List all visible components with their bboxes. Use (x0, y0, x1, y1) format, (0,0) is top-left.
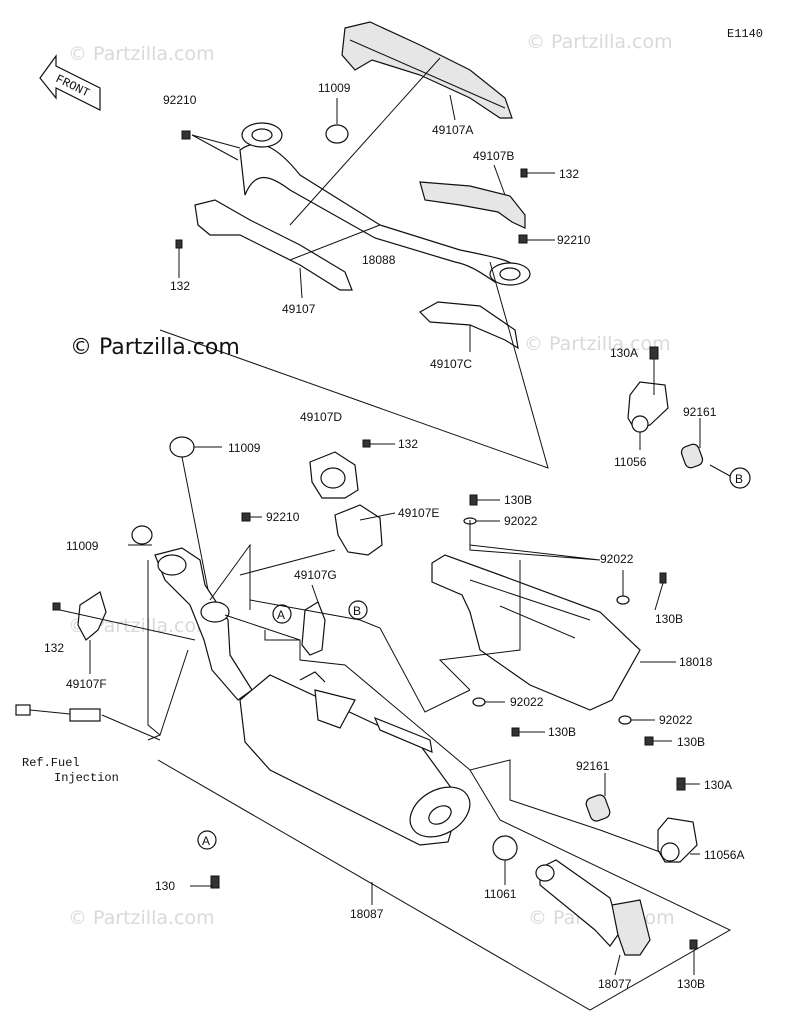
part-label: 130B (655, 612, 683, 626)
exhaust-pipe-18088 (239, 122, 531, 286)
heat-guard-49107a (341, 21, 513, 119)
heat-guard-49107 (194, 199, 353, 291)
head-pipe (154, 547, 253, 701)
part-label: 130B (677, 735, 705, 749)
part-label: 92161 (683, 405, 717, 419)
gasket-11009-top (325, 124, 349, 144)
part-label: 130 (155, 879, 175, 893)
part-label: 92210 (163, 93, 197, 107)
part-label: 49107A (432, 123, 473, 137)
gasket-11009-middle (169, 436, 195, 458)
gasket-11009-lower (131, 525, 153, 545)
ref-circle-b-lower (348, 600, 368, 620)
watermark-text: © Partzilla.com (68, 907, 215, 929)
part-label: 92210 (266, 510, 300, 524)
heat-guard-49107e (334, 504, 383, 556)
part-label: 18077 (598, 977, 632, 991)
watermark-text: © Partzilla.com (68, 615, 215, 637)
ref-circle-b-label: B (735, 472, 743, 486)
heat-guard-49107f (77, 591, 107, 641)
bolt-130b-icon (689, 939, 698, 950)
bracket-11056a-ring (660, 842, 680, 862)
part-labels: 92210 11009 49107A 49107B 132 92210 1808… (44, 81, 744, 991)
washer-92022-icon (472, 697, 486, 707)
part-label: 132 (398, 437, 418, 451)
bolt-132-icon (520, 168, 528, 178)
part-label: 11009 (66, 539, 99, 553)
leader-lines-right (639, 359, 731, 477)
muffler-18087 (239, 671, 471, 846)
nut-92210-icon (241, 512, 251, 522)
washer-92022-icon (618, 715, 632, 725)
part-label: 49107G (294, 568, 337, 582)
ref-circle-a-bottom-label: A (202, 834, 210, 848)
part-label: 130B (548, 725, 576, 739)
diagram-code: E1140 (727, 27, 763, 41)
bolt-130-icon (210, 875, 220, 889)
part-label: 49107C (430, 357, 472, 371)
bolt-130b-icon (511, 727, 520, 737)
part-label: 11061 (484, 887, 517, 901)
part-label: 18088 (362, 253, 396, 267)
part-label: 132 (44, 641, 64, 655)
part-label: 92022 (510, 695, 544, 709)
part-label: 92022 (600, 552, 634, 566)
bolt-130b-icon (469, 494, 478, 506)
part-label: 132 (170, 279, 190, 293)
ref-circle-b-lower-label: B (353, 604, 361, 618)
part-label: 132 (559, 167, 579, 181)
leader-lines-lower (59, 443, 732, 1011)
part-label: 49107F (66, 677, 107, 691)
part-label: 92161 (576, 759, 610, 773)
nut-92210-icon (181, 130, 191, 140)
part-label: 130B (677, 977, 705, 991)
bolt-132-icon (52, 602, 61, 611)
heat-shield-18018 (431, 554, 641, 711)
ref-circle-a-label: A (277, 608, 285, 622)
bracket-11056 (627, 346, 704, 469)
part-label: 11009 (228, 441, 261, 455)
part-label: 11009 (318, 81, 351, 95)
spark-arrestor-18077 (535, 859, 651, 956)
heat-guard-49107d-hole (320, 467, 346, 489)
watermark-text: © Partzilla.com (68, 43, 215, 65)
heat-guard-49107c (419, 301, 519, 350)
part-label: 11056 (614, 455, 647, 469)
part-label: 11056A (704, 848, 744, 862)
part-label: 130A (610, 346, 638, 360)
watermark-text-dark: © Partzilla.com (70, 335, 240, 360)
gasket-11061 (492, 835, 518, 861)
ref-note-line-1: Ref.Fuel (22, 756, 80, 770)
part-label: 130B (504, 493, 532, 507)
heat-guard-49107b (419, 181, 526, 229)
part-label: 49107 (282, 302, 316, 316)
ref-circle-a-bottom (197, 830, 217, 850)
oxygen-sensor (15, 704, 101, 722)
bolt-130b-icon (644, 736, 654, 746)
bolt-132-icon (362, 439, 371, 448)
bolt-130a-icon (676, 777, 686, 791)
watermark-text: © Partzilla.com (526, 31, 673, 53)
watermark-text: © Partzilla.com (524, 333, 671, 355)
washer-92022-icon (616, 595, 630, 605)
bolt-132-icon (175, 239, 183, 249)
ref-circle-a (272, 604, 292, 624)
part-label: 130A (704, 778, 732, 792)
nut-92210-icon (518, 234, 528, 244)
rubber-92161 (585, 794, 611, 822)
part-label: 92022 (659, 713, 693, 727)
ref-note-line-2: Injection (54, 771, 119, 785)
ref-circle-b (729, 467, 751, 489)
part-label: 49107D (300, 410, 342, 424)
part-label: 92210 (557, 233, 591, 247)
part-label: 18018 (679, 655, 713, 669)
part-label: 18087 (350, 907, 384, 921)
leader-lines-upper (159, 57, 555, 469)
part-label: 49107B (473, 149, 514, 163)
part-label: 49107E (398, 506, 439, 520)
bolt-130b-icon (659, 572, 667, 584)
part-label: 92022 (504, 514, 538, 528)
